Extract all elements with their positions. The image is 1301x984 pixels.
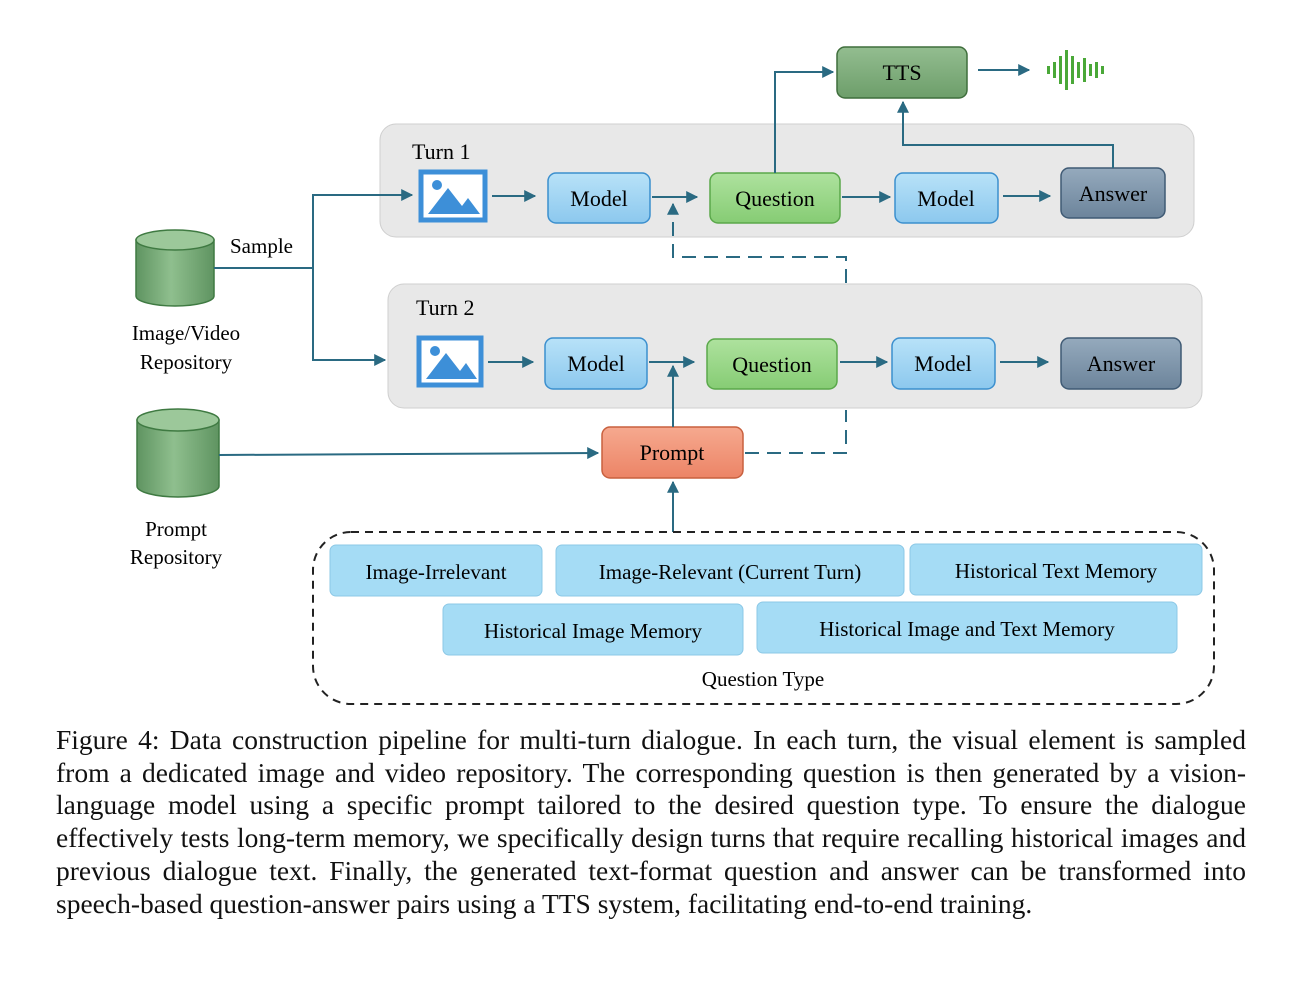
- turn1-model-a-label: Model: [570, 186, 627, 211]
- qtype-label-historical-image-text: Historical Image and Text Memory: [819, 617, 1115, 641]
- tts-box: [836, 46, 968, 99]
- question-type-panel: [312, 531, 1215, 705]
- sample-label: Sample: [230, 234, 293, 258]
- qtype-label-image-relevant: Image-Relevant (Current Turn): [599, 560, 861, 584]
- prompt-label: Prompt: [640, 440, 705, 465]
- tts-label: TTS: [882, 60, 921, 85]
- qtype-box-image-irrelevant: [329, 544, 543, 597]
- turn2-question-box: [706, 338, 838, 390]
- figure-caption: Figure 4: Data construction pipeline for…: [56, 724, 1246, 919]
- turn1-model-b-label: Model: [917, 186, 974, 211]
- turn2-model-a-label: Model: [567, 351, 624, 376]
- turn1-model-b-box: [894, 172, 999, 224]
- image-video-repository-icon: [135, 229, 215, 307]
- answer-to-tts-arrow: [897, 100, 1114, 168]
- turn1-image-icon: [418, 169, 488, 223]
- speech-waveform-icon: [1047, 50, 1104, 90]
- prompt-dashed-feedback: [745, 410, 847, 454]
- turn2-question-label: Question: [732, 352, 811, 377]
- image-repo-label-line1: Image/Video: [132, 321, 240, 345]
- turn1-model-a-box: [547, 172, 651, 224]
- image-repo-label-line2: Repository: [140, 350, 233, 374]
- turn2-model-b-box: [891, 337, 996, 390]
- turn2-answer-box: [1060, 337, 1182, 390]
- qtype-box-historical-text: [909, 543, 1203, 596]
- turn2-model-b-label: Model: [914, 351, 971, 376]
- question-type-title: Question Type: [702, 667, 824, 691]
- qtype-label-historical-image: Historical Image Memory: [484, 619, 703, 643]
- question-to-tts-arrow: [774, 66, 835, 173]
- qtype-label-image-irrelevant: Image-Irrelevant: [365, 560, 506, 584]
- turn1-question-label: Question: [735, 186, 814, 211]
- sample-to-turn1-arrow: [312, 189, 414, 268]
- sample-to-turn2-arrow: [312, 268, 387, 366]
- turn-dashed-feedback: [667, 202, 847, 283]
- qtype-label-historical-text: Historical Text Memory: [955, 559, 1158, 583]
- qtype-box-historical-image-text: [756, 601, 1178, 654]
- prompt-repo-label-line2: Repository: [130, 545, 223, 569]
- turn2-model-a-box: [544, 337, 648, 390]
- qtype-box-image-relevant: [555, 544, 905, 597]
- prompt-repo-label-line1: Prompt: [145, 517, 207, 541]
- turn1-answer-label: Answer: [1079, 181, 1148, 206]
- turn1-label: Turn 1: [412, 139, 471, 164]
- turn2-label: Turn 2: [416, 295, 475, 320]
- turn2-image-icon: [416, 335, 484, 388]
- prompt-repository-icon: [136, 408, 220, 498]
- qtype-box-historical-image: [442, 603, 744, 656]
- turn2-answer-label: Answer: [1087, 351, 1156, 376]
- prompt-repo-to-prompt-arrow: [218, 447, 600, 460]
- pipeline-diagram: Turn 1 Turn 2 Image/Video Repository Pro…: [130, 46, 1215, 705]
